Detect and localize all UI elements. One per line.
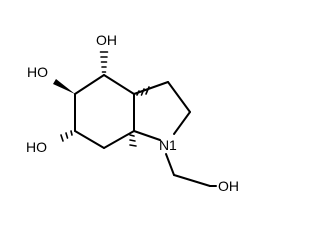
- bond-c4-c5: [74, 74, 105, 95]
- bond-c3a-c4: [103, 74, 135, 95]
- bond-c6-oh-hashed: [60, 130, 73, 142]
- atom-label-n1-locant: 1: [169, 137, 177, 153]
- bond-n1-ca: [165, 153, 175, 176]
- bond-c6-c7: [74, 130, 105, 149]
- bond-c7-c7a: [103, 130, 135, 149]
- bond-c7a-h-hashed: [129, 134, 137, 147]
- atom-label-n1: N: [159, 137, 169, 153]
- molecule-structure: OH HO HO N 1 OH: [26, 32, 239, 194]
- bond-c3-c2: [167, 81, 191, 113]
- bond-c5-oh-wedge: [53, 79, 75, 94]
- bond-c2-n1: [173, 111, 191, 135]
- bond-n1-c7a: [133, 130, 161, 141]
- bond-c3a-c3: [133, 81, 169, 95]
- bond-c3a-h-hashed: [136, 86, 150, 96]
- bond-ca-cb: [173, 174, 211, 187]
- atom-label-oh-chain: OH: [218, 178, 239, 194]
- atom-label-oh-c4: OH: [96, 32, 117, 48]
- atom-label-ho-c5: HO: [27, 64, 48, 80]
- bond-c4-oh-hashed: [99, 51, 109, 73]
- atom-label-ho-c6: HO: [26, 139, 47, 155]
